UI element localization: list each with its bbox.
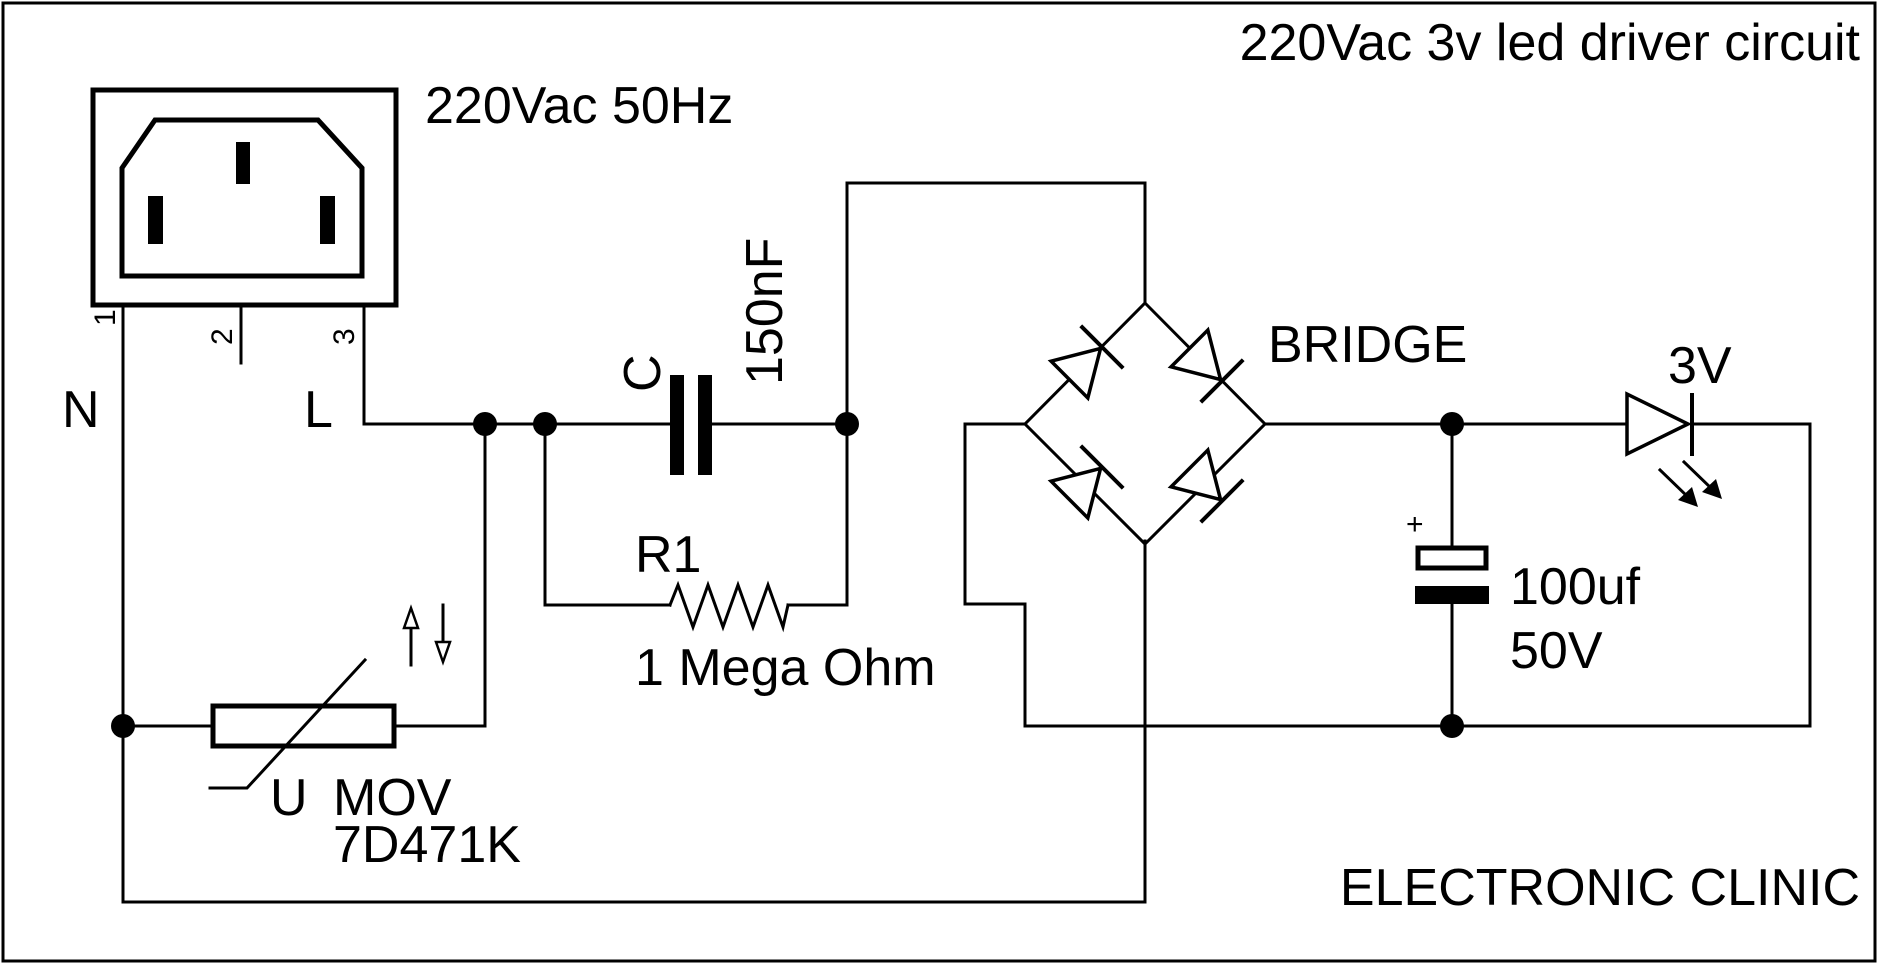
diode-bar xyxy=(1079,444,1125,490)
ac-socket xyxy=(90,87,399,308)
capacitor-plate-left xyxy=(670,375,684,475)
bridge-diode-2 xyxy=(1167,326,1245,404)
mov-name: MOV xyxy=(333,769,452,827)
socket-pin-earth xyxy=(236,142,250,184)
junction-dot xyxy=(1440,412,1464,436)
mov-diagonal xyxy=(208,657,368,790)
filter-capacitor-symbol xyxy=(1415,545,1489,604)
socket-face xyxy=(119,117,365,279)
pin-1-label: 1 xyxy=(89,309,122,326)
pin-2-label: 2 xyxy=(206,328,239,345)
wires xyxy=(121,181,1812,904)
junction-dot xyxy=(533,412,557,436)
junction-dot xyxy=(835,412,859,436)
live-wire xyxy=(362,303,672,426)
light-emission-arrows-icon xyxy=(1657,459,1722,507)
resistor-return-wire xyxy=(786,422,849,607)
junctions xyxy=(111,412,1464,738)
diode-triangle xyxy=(1167,446,1223,502)
filter-cap-positive-plate xyxy=(1415,545,1489,571)
socket-label: 220Vac 50Hz xyxy=(425,77,733,135)
brand-label: ELECTRONIC CLINIC xyxy=(1340,859,1860,917)
mov-symbol xyxy=(208,603,452,790)
mov-body xyxy=(210,703,397,749)
junction-dot xyxy=(111,714,135,738)
neutral-label: N xyxy=(62,381,100,439)
capacitor-name: C xyxy=(614,354,672,392)
bridge-diode-4 xyxy=(1167,446,1245,524)
mov-voltage-symbol: U xyxy=(270,769,308,827)
diode-triangle xyxy=(1047,466,1103,522)
diode-bar xyxy=(1079,324,1125,370)
filter-cap-value: 100uf xyxy=(1510,558,1641,616)
resistor-branch-wire xyxy=(543,422,672,607)
mov-right-wire xyxy=(392,422,487,728)
resistor-value: 1 Mega Ohm xyxy=(635,639,936,697)
bridge-diode-1 xyxy=(1047,324,1125,402)
bridge-diode-3 xyxy=(1047,444,1125,522)
diagram-title: 220Vac 3v led driver circuit xyxy=(1240,14,1861,72)
capacitor-value: 150nF xyxy=(736,238,794,385)
bridge-negative-wire xyxy=(963,422,1812,728)
socket-pin-neutral xyxy=(148,196,163,244)
bridge-label: BRIDGE xyxy=(1268,316,1467,374)
capacitor-plate-right xyxy=(698,375,712,475)
live-label: L xyxy=(304,381,333,439)
socket-body xyxy=(90,87,399,308)
junction-dot xyxy=(473,412,497,436)
bidirectional-arrow-icon xyxy=(402,603,452,667)
bridge-outline xyxy=(1022,300,1268,547)
bridge-top-wire xyxy=(845,181,1147,426)
led-label: 3V xyxy=(1668,337,1732,395)
diode-bar xyxy=(1199,478,1245,524)
capacitor-symbol xyxy=(670,375,712,475)
pin-3-label: 3 xyxy=(328,328,361,345)
bridge-rectifier xyxy=(1022,300,1268,547)
filter-cap-voltage: 50V xyxy=(1510,622,1603,680)
filter-cap-polarity: + xyxy=(1406,508,1424,541)
junction-dot xyxy=(1440,714,1464,738)
mov-part-number: 7D471K xyxy=(333,816,521,874)
bridge-diodes xyxy=(1047,324,1245,524)
socket-pin-live xyxy=(320,196,335,244)
diode-triangle xyxy=(1167,326,1223,382)
resistor-symbol xyxy=(668,580,790,633)
resistor-name: R1 xyxy=(635,526,701,584)
diode-triangle xyxy=(1047,346,1103,402)
led-symbol xyxy=(1620,391,1722,507)
neutral-wire xyxy=(121,303,1147,904)
diode-bar xyxy=(1199,358,1245,404)
filter-cap-negative-plate xyxy=(1415,586,1489,604)
